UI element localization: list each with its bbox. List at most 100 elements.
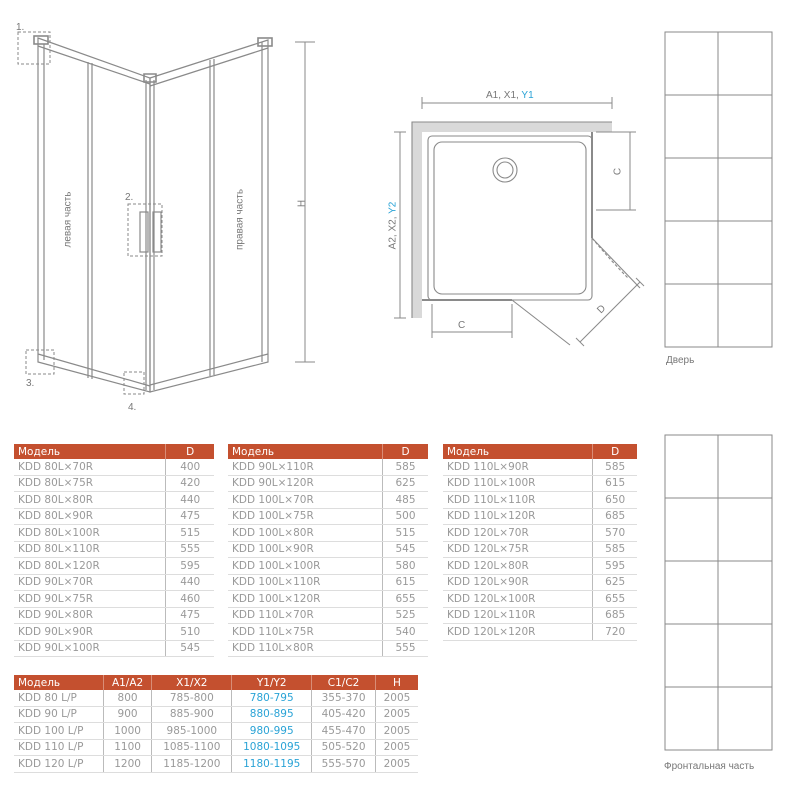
left-dimension-y2: Y2 bbox=[387, 201, 399, 214]
model-cell: KDD 90L×110R bbox=[228, 459, 383, 476]
size-model-cell: KDD 90 L/P bbox=[14, 706, 104, 723]
top-dimension-label: A1, X1, Y1 bbox=[486, 90, 534, 101]
d-value-cell: 460 bbox=[165, 590, 214, 608]
d-value-cell: 475 bbox=[165, 508, 214, 525]
size-column-header: A1/A2 bbox=[103, 675, 153, 690]
model-cell: KDD 90L×100R bbox=[14, 640, 167, 657]
model-cell: KDD 80L×80R bbox=[14, 491, 167, 509]
size-value-cell: 2005 bbox=[375, 706, 418, 723]
d-value-cell: 580 bbox=[382, 557, 428, 575]
model-cell: KDD 100L×120R bbox=[228, 590, 383, 608]
d-value-cell: 585 bbox=[592, 541, 637, 558]
d-value-cell: 500 bbox=[382, 508, 428, 525]
callout-4: 4. bbox=[128, 402, 137, 413]
model-cell: KDD 90L×120R bbox=[228, 475, 383, 492]
size-value-cell: 355-370 bbox=[311, 690, 376, 707]
d-value-cell: 585 bbox=[382, 459, 428, 476]
model-cell: KDD 80L×70R bbox=[14, 459, 167, 476]
size-column-header: X1/X2 bbox=[151, 675, 233, 690]
d-value-cell: 595 bbox=[165, 557, 214, 575]
d-value-cell: 625 bbox=[382, 475, 428, 492]
top-view bbox=[394, 97, 645, 347]
d-value-cell: 515 bbox=[165, 524, 214, 542]
right-part-label: правая часть bbox=[234, 188, 246, 251]
size-value-cell: 2005 bbox=[375, 755, 418, 773]
model-cell: KDD 90L×90R bbox=[14, 623, 167, 641]
front-caption: Фронтальная часть bbox=[664, 761, 755, 772]
d-value-cell: 615 bbox=[592, 475, 637, 492]
model-cell: KDD 120L×110R bbox=[443, 607, 594, 624]
shower-tray bbox=[427, 135, 593, 301]
model-cell: KDD 110L×70R bbox=[228, 607, 383, 624]
model-cell: KDD 80L×90R bbox=[14, 508, 167, 525]
column-header-model: Модель bbox=[228, 444, 383, 459]
right-part-frame bbox=[149, 39, 269, 393]
model-cell: KDD 110L×110R bbox=[443, 491, 594, 509]
d-value-cell: 655 bbox=[592, 590, 637, 608]
column-header-d: D bbox=[592, 444, 637, 459]
model-cell: KDD 80L×120R bbox=[14, 557, 167, 575]
size-value-cell: 1180-1195 bbox=[231, 755, 313, 773]
size-value-cell: 900 bbox=[103, 706, 153, 723]
front-view bbox=[17, 31, 315, 395]
model-cell: KDD 90L×75R bbox=[14, 590, 167, 608]
size-column-header: Модель bbox=[14, 675, 104, 690]
column-header-d: D bbox=[382, 444, 428, 459]
model-cell: KDD 120L×75R bbox=[443, 541, 594, 558]
d-value-cell: 595 bbox=[592, 557, 637, 575]
size-value-cell: 505-520 bbox=[311, 739, 376, 756]
size-value-cell: 800 bbox=[103, 690, 153, 707]
size-value-cell: 1000 bbox=[103, 722, 153, 740]
size-column-header: C1/C2 bbox=[311, 675, 376, 690]
callout-box-1 bbox=[17, 31, 51, 65]
drain bbox=[492, 157, 518, 183]
size-value-cell: 1200 bbox=[103, 755, 153, 773]
size-model-cell: KDD 120 L/P bbox=[14, 755, 104, 773]
left-part-label: левая часть bbox=[62, 191, 74, 248]
d-value-cell: 525 bbox=[382, 607, 428, 624]
size-value-cell: 555-570 bbox=[311, 755, 376, 773]
model-cell: KDD 110L×90R bbox=[443, 459, 594, 476]
callout-1: 1. bbox=[16, 22, 25, 33]
size-value-cell: 2005 bbox=[375, 690, 418, 707]
d-value-cell: 655 bbox=[382, 590, 428, 608]
d-value-cell: 720 bbox=[592, 623, 637, 641]
d-value-cell: 420 bbox=[165, 475, 214, 492]
left-dimension-text: A2, X2, bbox=[387, 213, 399, 250]
d-value-cell: 440 bbox=[165, 574, 214, 591]
model-cell: KDD 80L×100R bbox=[14, 524, 167, 542]
size-value-cell: 1100 bbox=[103, 739, 153, 756]
d-value-cell: 510 bbox=[165, 623, 214, 641]
size-value-cell: 2005 bbox=[375, 739, 418, 756]
model-cell: KDD 100L×75R bbox=[228, 508, 383, 525]
model-cell: KDD 110L×75R bbox=[228, 623, 383, 641]
model-cell: KDD 110L×80R bbox=[228, 640, 383, 657]
d-value-cell: 685 bbox=[592, 607, 637, 624]
callout-2: 2. bbox=[125, 192, 134, 203]
model-cell: KDD 120L×90R bbox=[443, 574, 594, 591]
d-value-cell: 400 bbox=[165, 459, 214, 476]
size-value-cell: 785-800 bbox=[151, 690, 233, 707]
d-value-cell: 440 bbox=[165, 491, 214, 509]
